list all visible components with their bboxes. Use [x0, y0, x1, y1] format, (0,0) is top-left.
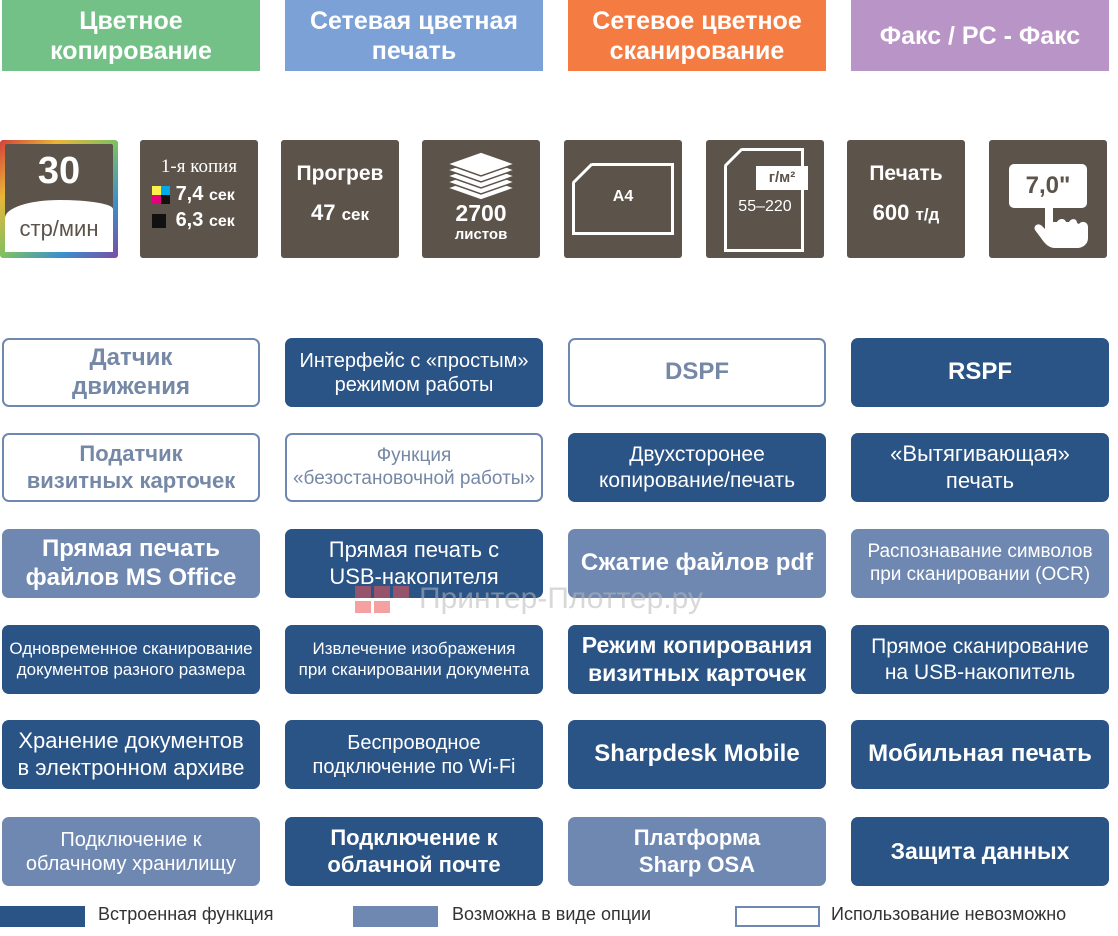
feature-8: Прямая печать файлов MS Office: [2, 529, 260, 598]
weight-unit: г/м²: [756, 166, 808, 190]
bw-copy-unit: сек: [208, 213, 235, 230]
touch-hand-icon: [1034, 199, 1088, 248]
feature-7: «Вытягивающая» печать: [851, 433, 1109, 502]
speed-value: 30: [37, 150, 81, 192]
bw-copy-time: 6,3: [175, 209, 204, 231]
speed-unit: стр/мин: [19, 216, 99, 241]
legend-none-swatch: [735, 906, 820, 927]
header-color-copy: Цветное копирование: [2, 0, 260, 71]
tile-first-copy: 1-я копия 7,4 сек 6,3 сек: [140, 140, 258, 258]
feature-19: Мобильная печать: [851, 720, 1109, 789]
feature-21: Подключение к облачной почте: [285, 817, 543, 886]
paper-size-label: A4: [612, 188, 634, 205]
feature-13: Извлечение изображения при сканировании …: [285, 625, 543, 694]
feature-5: Функция «безостановочной работы»: [285, 433, 543, 502]
tile-paper-size: A4: [564, 140, 682, 258]
paper-corner-icon: [571, 162, 594, 185]
first-copy-title: 1-я копия: [160, 156, 238, 177]
resolution-unit: т/д: [915, 205, 940, 224]
legend-builtin-label: Встроенная функция: [98, 904, 274, 924]
feature-3: RSPF: [851, 338, 1109, 407]
feature-22: Платформа Sharp OSA: [568, 817, 826, 886]
legend-option-swatch: [353, 906, 438, 927]
feature-6: Двухсторонее копирование/печать: [568, 433, 826, 502]
paper-sheet-icon: [572, 163, 674, 235]
color-icon: [152, 185, 170, 204]
feature-14: Режим копирования визитных карточек: [568, 625, 826, 694]
feature-20: Подключение к облачному хранилищу: [2, 817, 260, 886]
legend-builtin-swatch: [0, 906, 85, 927]
capacity-unit: листов: [454, 226, 508, 243]
feature-18: Sharpdesk Mobile: [568, 720, 826, 789]
legend-none-label: Использование невозможно: [831, 904, 1067, 924]
resolution-value: 600: [872, 200, 910, 225]
warmup-value: 47: [310, 200, 336, 225]
feature-1: Интерфейс с «простым» режимом работы: [285, 338, 543, 407]
feature-15: Прямое сканирование на USB-накопитель: [851, 625, 1109, 694]
header-network-scan: Сетевое цветное сканирование: [568, 0, 826, 71]
tile-capacity: 2700 листов: [422, 140, 540, 258]
resolution-title: Печать: [869, 162, 943, 185]
feature-0: Датчик движения: [2, 338, 260, 407]
tile-speed: 30 стр/мин: [0, 140, 118, 258]
feature-11: Распознавание символов при сканировании …: [851, 529, 1109, 598]
header-network-print: Сетевая цветная печать: [285, 0, 543, 71]
display-size: 7,0": [1009, 164, 1087, 208]
color-copy-time: 7,4: [175, 183, 204, 205]
feature-4: Податчик визитных карточек: [2, 433, 260, 502]
header-fax: Факс / PC - Факс: [851, 0, 1109, 71]
tile-paper-weight: г/м² 55–220: [706, 140, 824, 258]
paper-stack-icon: [444, 151, 518, 201]
bw-icon: [152, 213, 166, 228]
weight-range: 55–220: [738, 198, 792, 215]
feature-23: Защита данных: [851, 817, 1109, 886]
feature-9: Прямая печать с USB-накопителя: [285, 529, 543, 598]
feature-2: DSPF: [568, 338, 826, 407]
legend-option-label: Возможна в виде опции: [452, 904, 652, 924]
feature-10: Сжатие файлов pdf: [568, 529, 826, 598]
color-copy-unit: сек: [208, 187, 235, 204]
warmup-unit: сек: [341, 205, 370, 224]
feature-16: Хранение документов в электронном архиве: [2, 720, 260, 789]
tile-warmup: Прогрев 47 сек: [281, 140, 399, 258]
document-icon: [724, 148, 804, 252]
feature-17: Беспроводное подключение по Wi-Fi: [285, 720, 543, 789]
tile-resolution: Печать 600 т/д: [847, 140, 965, 258]
feature-12: Одновременное сканирование документов ра…: [2, 625, 260, 694]
tile-display: 7,0": [989, 140, 1107, 258]
document-corner-icon: [723, 147, 744, 168]
capacity-value: 2700: [455, 200, 507, 226]
warmup-title: Прогрев: [296, 162, 384, 185]
